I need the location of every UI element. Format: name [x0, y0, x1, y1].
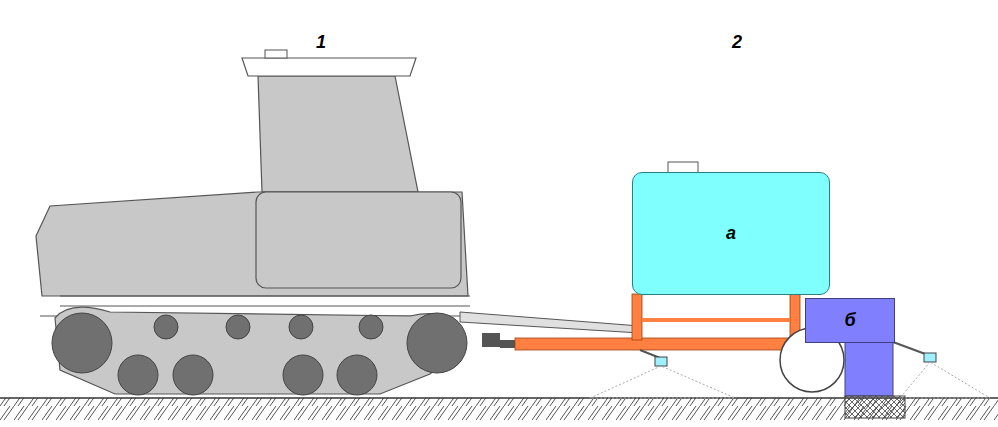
support-roller	[154, 315, 178, 339]
callout-number: 1	[316, 32, 326, 53]
cab-roof	[242, 58, 416, 76]
tank-support	[632, 294, 642, 340]
nozzle	[924, 353, 936, 362]
spray-jet	[900, 362, 990, 398]
frame-line	[60, 306, 470, 307]
support-roller	[359, 315, 383, 339]
support-roller	[289, 315, 313, 339]
hitch-block	[482, 333, 500, 347]
nozzle-pipe	[893, 342, 928, 355]
treated-strip	[845, 396, 905, 418]
drawbar	[460, 312, 640, 333]
spray-unit-box: б	[805, 298, 895, 343]
support-roller	[226, 315, 250, 339]
road-wheel	[337, 355, 377, 395]
spray-jet	[590, 366, 735, 398]
tractor-body	[36, 192, 468, 296]
road-wheel	[283, 355, 323, 395]
callout-number: 2	[732, 32, 742, 53]
crawler-track	[55, 307, 466, 394]
part-letter: б	[844, 310, 855, 331]
road-wheel	[173, 355, 213, 395]
roof-light	[265, 50, 287, 58]
tractor-cab	[258, 76, 418, 192]
spray-unit-lower	[845, 340, 893, 396]
part-letter: а	[726, 223, 736, 244]
tank-box: а	[632, 172, 830, 295]
frame-line	[60, 296, 470, 297]
sprayer-frame	[515, 338, 800, 350]
nozzle	[655, 357, 667, 366]
drive-wheel	[52, 313, 112, 373]
road-wheel	[118, 355, 158, 395]
idler-wheel	[407, 313, 467, 373]
side-panel	[256, 192, 461, 288]
tank-support	[642, 318, 790, 322]
